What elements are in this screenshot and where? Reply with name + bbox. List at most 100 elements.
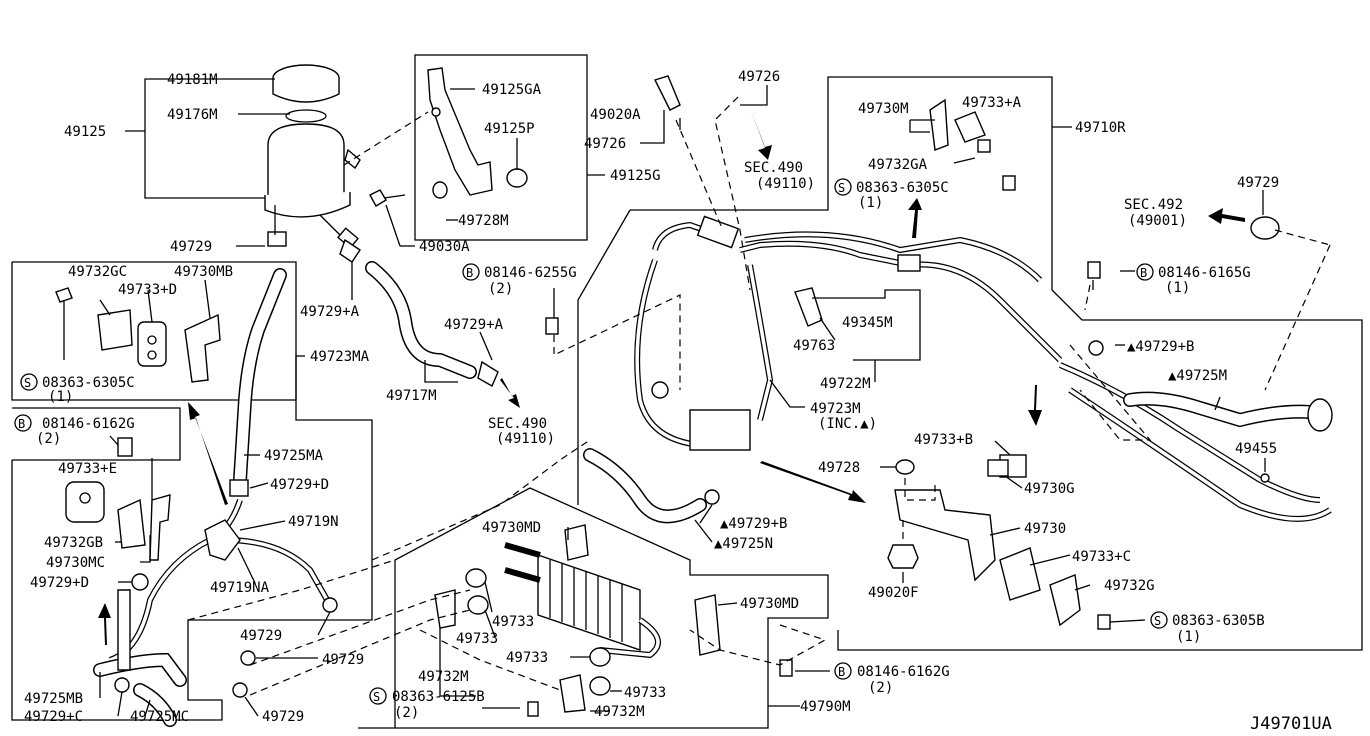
label-49733C: 49733+C: [1072, 549, 1131, 565]
bolt-08146-6165G: [1087, 261, 1101, 279]
label-49725MC: 49725MC: [130, 709, 189, 725]
reservoir-assembly: [264, 64, 361, 249]
bolt-08146-6162G-b: [779, 659, 793, 677]
label-49732M-a: 49732M: [418, 669, 469, 685]
label-49732G: 49732G: [1104, 578, 1155, 594]
label-sec490-b-code: (49110): [496, 431, 555, 447]
label-qty-2-a: (2): [488, 281, 513, 297]
label-sec490-b: SEC.490: [488, 416, 547, 432]
label-49729A-b: 49729+A: [444, 317, 504, 333]
bracket-hole: [431, 107, 441, 117]
insulator-49733-b: [467, 595, 489, 615]
label-49733B: 49733+B: [914, 432, 973, 448]
label-49717M: 49717M: [386, 388, 437, 404]
oil-cooler: [434, 524, 793, 717]
label-49729-mid: 49729: [240, 628, 282, 644]
insulator-49733-c: [589, 647, 611, 667]
bracket-49732GB: [117, 498, 146, 549]
label-49733-a: 49733: [492, 614, 534, 630]
bracket-49732GC: [97, 309, 133, 351]
label-sec490-a-code: (49110): [756, 176, 815, 192]
label-49729-top: 49729: [1237, 175, 1279, 191]
center-pipes: [545, 75, 1332, 524]
label-49725MA: 49725MA: [264, 448, 324, 464]
pipe-to-cooler: [1058, 362, 1321, 503]
label-qty-1-d: (1): [1176, 629, 1201, 645]
fitting-49345M: [897, 254, 921, 272]
arrow-to-bracket: [760, 461, 866, 503]
label-49725M: ▲49725M: [1168, 368, 1227, 384]
clamp-49729C: [114, 677, 130, 693]
bracket-49732G: [1049, 574, 1081, 627]
label-49729C: 49729+C: [24, 709, 83, 725]
valve-block: [689, 409, 751, 451]
grommet-49125P: [506, 168, 528, 188]
label-49125: 49125: [64, 124, 106, 140]
screw-08363-6305C: [1002, 175, 1016, 191]
label-sec490-a: SEC.490: [744, 160, 803, 176]
bracket-49730M: [929, 98, 949, 151]
frame-49710R: [630, 76, 1363, 651]
group-frames: [11, 54, 1363, 729]
label-49728: 49728: [818, 460, 860, 476]
bolt-symbol-c: [14, 414, 32, 432]
bracket-49730: [894, 489, 996, 582]
label-49723MA: 49723MA: [310, 349, 370, 365]
label-49729B-b: ▲49729+B: [720, 516, 787, 532]
frame-49125G: [414, 54, 588, 241]
bolt-symbol-b-text: B: [466, 266, 473, 280]
label-08146-6255G: 08146-6255G: [484, 265, 577, 281]
label-49125G: 49125G: [610, 168, 661, 184]
label-49455: 49455: [1235, 441, 1277, 457]
label-49722M: 49722M: [820, 376, 871, 392]
bracket-49125GA: [427, 67, 493, 196]
label-49732GA: 49732GA: [868, 157, 928, 173]
label-qty-2-d: (2): [868, 680, 893, 696]
bolt-08146-6162G-a: [117, 437, 133, 457]
label-49125GA: 49125GA: [482, 82, 542, 98]
bracket-49730MD-b: [694, 594, 721, 656]
screw-08363-6125B: [527, 701, 539, 717]
label-qty-2-b: (2): [36, 431, 61, 447]
label-49020F: 49020F: [868, 585, 919, 601]
label-49725MB: 49725MB: [24, 691, 83, 707]
reservoir-cap-body: [272, 78, 340, 103]
label-49728M: 49728M: [458, 213, 509, 229]
clamp-49729-b2: [232, 682, 248, 698]
bracket-49125G: [369, 67, 528, 207]
leader-lines: [99, 78, 1331, 717]
clamp-49729A-a: [339, 238, 361, 263]
label-49763: 49763: [793, 338, 835, 354]
screw-symbol-a-text: S: [838, 181, 845, 195]
bracket-49730MB: [184, 313, 221, 383]
clamp-49729D-b: [131, 573, 149, 591]
bracket-49730MC: [149, 494, 171, 561]
label-49729D-b: 49729+D: [270, 477, 329, 493]
label-49020A: 49020A: [590, 107, 641, 123]
insulator-49733C: [999, 547, 1041, 601]
label-49729-b2: 49729: [262, 709, 304, 725]
grommet-49728M: [432, 181, 448, 199]
diagram-code: J49701UA: [1250, 714, 1332, 734]
screw-08363-6305B: [1097, 614, 1111, 630]
frame-49790M: [358, 487, 829, 729]
right-parts: [887, 98, 1333, 630]
label-08363-6305B: 08363-6305B: [1172, 613, 1265, 629]
label-49733-c: 49733: [506, 650, 548, 666]
fitting-49020A: [654, 75, 681, 111]
label-49710R: 49710R: [1075, 120, 1126, 136]
label-49730G: 49730G: [1024, 481, 1075, 497]
arrow-up-right: [908, 198, 922, 238]
reservoir-clamp: [267, 231, 287, 247]
label-49730MB: 49730MB: [174, 264, 233, 280]
label-inc-triangle: (INC.▲): [818, 416, 877, 432]
label-49733-b: 49733: [456, 631, 498, 647]
screw-symbol-b-text: S: [24, 376, 31, 390]
bracket-lower: [117, 589, 131, 671]
label-49733D: 49733+D: [118, 282, 177, 298]
label-08146-6165G: 08146-6165G: [1158, 265, 1251, 281]
bolt-symbol-d-text: B: [838, 665, 845, 679]
bracket-49730MD-a: [564, 524, 589, 561]
bracket-49732GA: [977, 139, 991, 153]
bracket-49732M-a: [434, 589, 456, 629]
